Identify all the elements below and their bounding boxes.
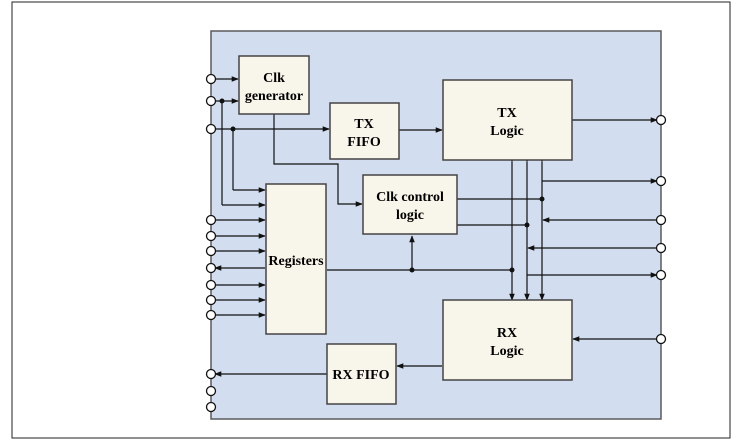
pin-left-8 xyxy=(205,279,217,291)
clk-control-logic-block: Clk control logic xyxy=(362,174,458,235)
tx-fifo-label-line1: TX xyxy=(354,117,373,132)
tx-fifo-label-line2: FIFO xyxy=(347,135,381,150)
pin-right-3 xyxy=(655,214,667,226)
pin-left-2 xyxy=(205,95,217,107)
clk-generator-label-line1: Clk xyxy=(263,71,285,86)
rx-logic-label-line1: RX xyxy=(497,326,517,341)
clk-control-label-line1: Clk control xyxy=(376,190,444,205)
pin-left-4 xyxy=(205,214,217,226)
junction-dot xyxy=(230,126,236,132)
pin-right-6 xyxy=(655,333,667,345)
pin-left-5 xyxy=(205,230,217,242)
junction-dot xyxy=(524,222,530,228)
pin-left-3 xyxy=(205,123,217,135)
tx-logic-block: TX Logic xyxy=(442,79,573,161)
signal-wires xyxy=(214,76,658,377)
pin-right-4 xyxy=(655,242,667,254)
pin-left-6 xyxy=(205,245,217,257)
pin-right-5 xyxy=(655,269,667,281)
junction-dot xyxy=(539,196,545,202)
tx-logic-label-line2: Logic xyxy=(490,124,523,139)
pin-left-12 xyxy=(205,385,217,397)
junction-dot xyxy=(219,98,225,104)
clk-control-label-line2: logic xyxy=(396,208,424,223)
rx-logic-block: RX Logic xyxy=(442,299,573,381)
pin-left-9 xyxy=(205,294,217,306)
rx-fifo-block: RX FIFO xyxy=(326,343,397,405)
registers-block: Registers xyxy=(265,183,327,335)
registers-label: Registers xyxy=(268,254,324,269)
pin-left-13 xyxy=(205,401,217,413)
junction-dot xyxy=(409,267,415,273)
pin-left-1 xyxy=(205,73,217,85)
clk-generator-label-line2: generator xyxy=(245,89,303,104)
clk-generator-block: Clk generator xyxy=(238,55,310,115)
right-pins xyxy=(655,114,667,345)
pin-right-2 xyxy=(655,175,667,187)
junction-dot xyxy=(509,267,515,273)
tx-logic-label-line1: TX xyxy=(497,106,516,121)
rx-logic-label-line2: Logic xyxy=(490,344,523,359)
pin-right-1 xyxy=(655,114,667,126)
pin-left-11 xyxy=(205,368,217,380)
pin-left-7 xyxy=(205,262,217,274)
wire-clk-gen-to-clk-control xyxy=(273,114,363,207)
junction-dots xyxy=(219,98,545,273)
rx-fifo-label: RX FIFO xyxy=(332,368,389,383)
left-pins xyxy=(205,73,217,413)
pin-left-10 xyxy=(205,309,217,321)
tx-fifo-block: TX FIFO xyxy=(329,102,400,160)
